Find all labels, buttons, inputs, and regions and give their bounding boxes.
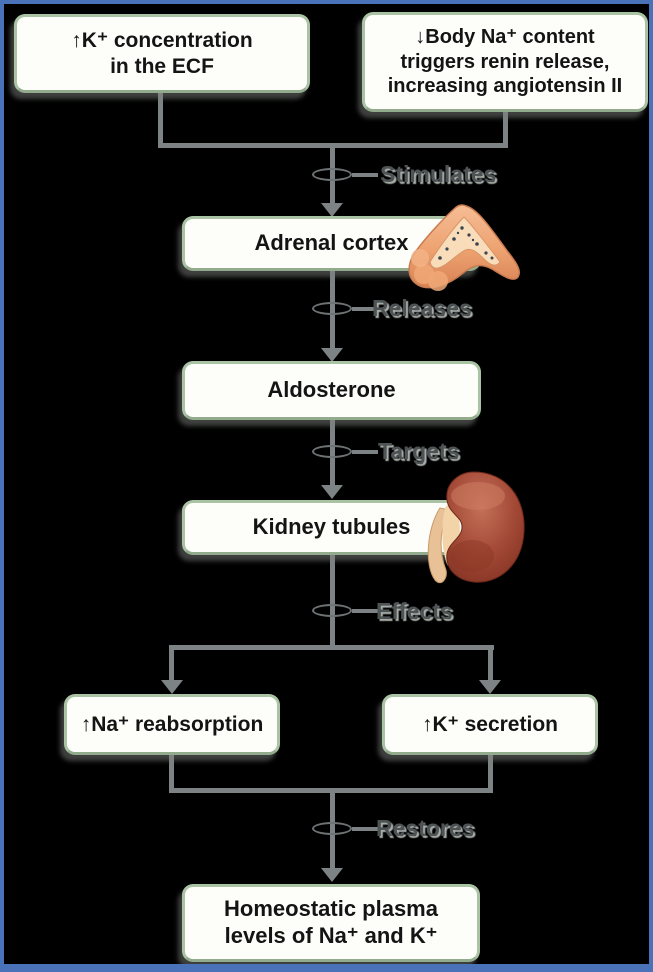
node-text: ↑Na⁺ reabsorption: [80, 712, 264, 736]
node-aldosterone: Aldosterone: [182, 361, 481, 420]
connector: [488, 754, 493, 792]
arrowhead-down-icon: [321, 348, 343, 362]
node-k-secretion: ↑K⁺ secretion: [382, 694, 598, 755]
node-text: ↑K⁺ concentration: [71, 28, 253, 52]
connector: [503, 110, 508, 148]
arrowhead-down-icon: [321, 485, 343, 499]
node-k-concentration-ecf: ↑K⁺ concentration in the ECF: [14, 14, 310, 93]
node-text: Homeostatic plasma: [224, 896, 438, 922]
connector: [169, 754, 174, 792]
edge-label-targets: Targets: [378, 438, 460, 464]
connector: [330, 553, 335, 648]
connector: [169, 645, 494, 650]
arrowhead-down-icon: [321, 868, 343, 882]
flow-marker-ellipse: [312, 822, 352, 835]
connector: [352, 173, 378, 177]
connector: [352, 827, 378, 831]
flow-marker-ellipse: [312, 302, 352, 315]
node-text: increasing angiotensin II: [387, 75, 623, 98]
edge-label-effects: Effects: [376, 598, 453, 624]
node-text: Adrenal cortex: [254, 230, 409, 256]
flow-marker-ellipse: [312, 168, 352, 181]
arrowhead-down-icon: [321, 203, 343, 217]
node-text: ↓Body Na⁺ content: [415, 26, 595, 49]
node-text: ↑K⁺ secretion: [422, 712, 558, 736]
edge-label-releases: Releases: [372, 295, 472, 321]
node-body-na-renin: ↓Body Na⁺ content triggers renin release…: [362, 12, 648, 112]
connector: [352, 609, 378, 613]
arrowhead-down-icon: [479, 680, 501, 694]
adrenal-gland-illustration: [402, 200, 532, 298]
node-text: in the ECF: [110, 54, 214, 78]
connector: [158, 90, 163, 148]
node-homeostatic-plasma: Homeostatic plasma levels of Na⁺ and K⁺: [182, 884, 480, 962]
flow-marker-ellipse: [312, 604, 352, 617]
connector: [488, 645, 493, 682]
node-text: triggers renin release,: [400, 50, 610, 73]
connector: [169, 645, 174, 682]
node-text: levels of Na⁺ and K⁺: [224, 923, 438, 948]
arrowhead-down-icon: [161, 680, 183, 694]
connector: [352, 450, 378, 454]
node-text: Aldosterone: [267, 377, 396, 403]
flow-marker-ellipse: [312, 445, 352, 458]
connector: [352, 307, 378, 311]
edge-label-restores: Restores: [376, 815, 475, 841]
node-na-reabsorption: ↑Na⁺ reabsorption: [64, 694, 280, 755]
kidney-illustration: [414, 468, 536, 590]
edge-label-stimulates: Stimulates: [380, 161, 497, 187]
node-text: Kidney tubules: [252, 514, 411, 540]
